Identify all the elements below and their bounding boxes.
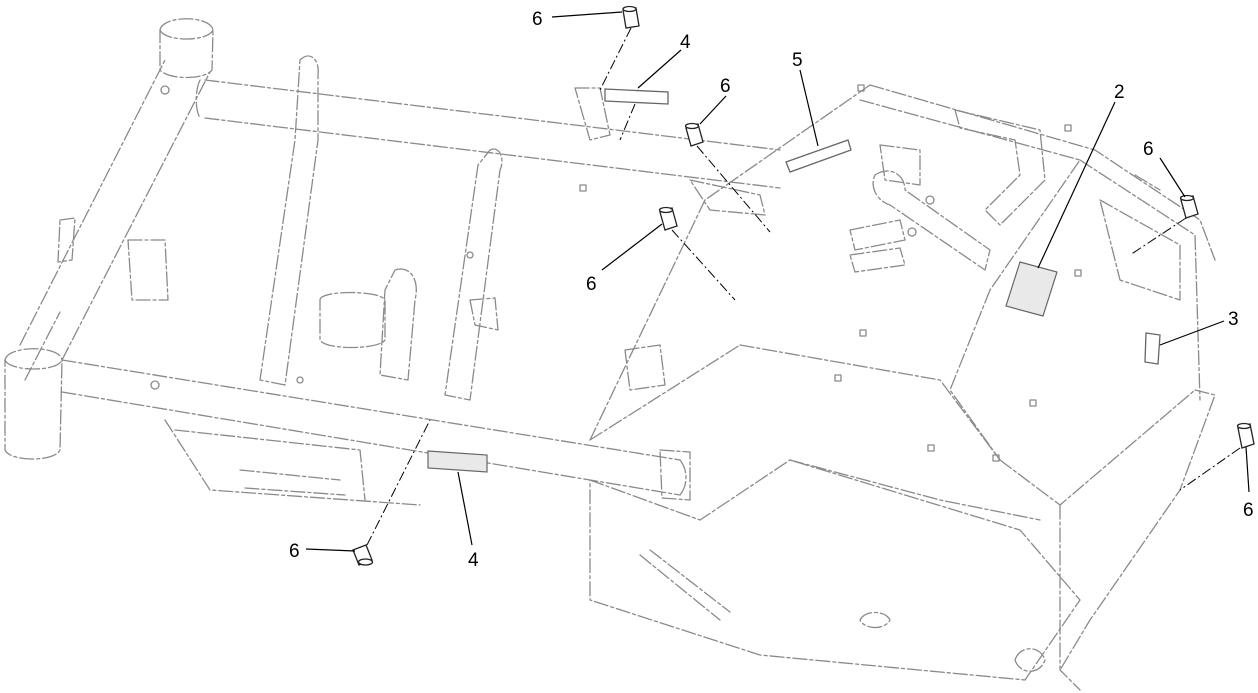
callout-label: 3	[1228, 309, 1239, 330]
caplug-top	[622, 5, 640, 29]
callout-label: 6	[720, 76, 731, 97]
mounting-holes	[150, 84, 1082, 462]
callout-label: 6	[1143, 139, 1154, 160]
callout-6-center-upper: 6	[699, 76, 731, 125]
caplug-center-upper	[684, 122, 704, 147]
callout-6-center-lower: 6	[586, 223, 663, 295]
callout-label: 4	[680, 32, 691, 53]
callout-3: 3	[1159, 309, 1239, 346]
callout-label: 5	[792, 50, 803, 71]
callout-6-right-lower: 6	[1243, 446, 1254, 521]
callout-label: 6	[289, 541, 300, 562]
callout-4-rear: 4	[637, 32, 691, 89]
decal-item-2	[1005, 261, 1058, 317]
callout-4-front: 4	[457, 471, 479, 571]
frame-assembly	[4, 18, 1216, 691]
callout-label: 6	[1243, 500, 1254, 521]
callout-label: 4	[468, 550, 479, 571]
callout-label: 6	[586, 274, 597, 295]
decal-item-4-rear	[604, 88, 669, 105]
callout-6-right-upper: 6	[1143, 139, 1186, 198]
decal-item-5	[785, 139, 852, 173]
decal-item-4-front	[427, 450, 488, 473]
callout-6-bottom-left: 6	[289, 541, 356, 562]
caplug-bottom-left	[352, 544, 374, 566]
decals	[427, 88, 1161, 473]
callout-6-top: 6	[532, 9, 623, 30]
callout-5: 5	[792, 50, 819, 147]
caplug-right-upper	[1179, 194, 1199, 219]
caplug-center-lower	[658, 206, 678, 231]
callout-label: 6	[532, 9, 543, 30]
caplug-right-lower	[1236, 422, 1255, 449]
caplugs	[352, 5, 1255, 566]
callouts: 6 4 6 5 2 6 6 3	[289, 9, 1254, 571]
callout-2: 2	[1037, 82, 1125, 269]
installation-lines	[366, 27, 1241, 546]
callout-label: 2	[1114, 82, 1125, 103]
decal-item-3	[1144, 332, 1161, 365]
